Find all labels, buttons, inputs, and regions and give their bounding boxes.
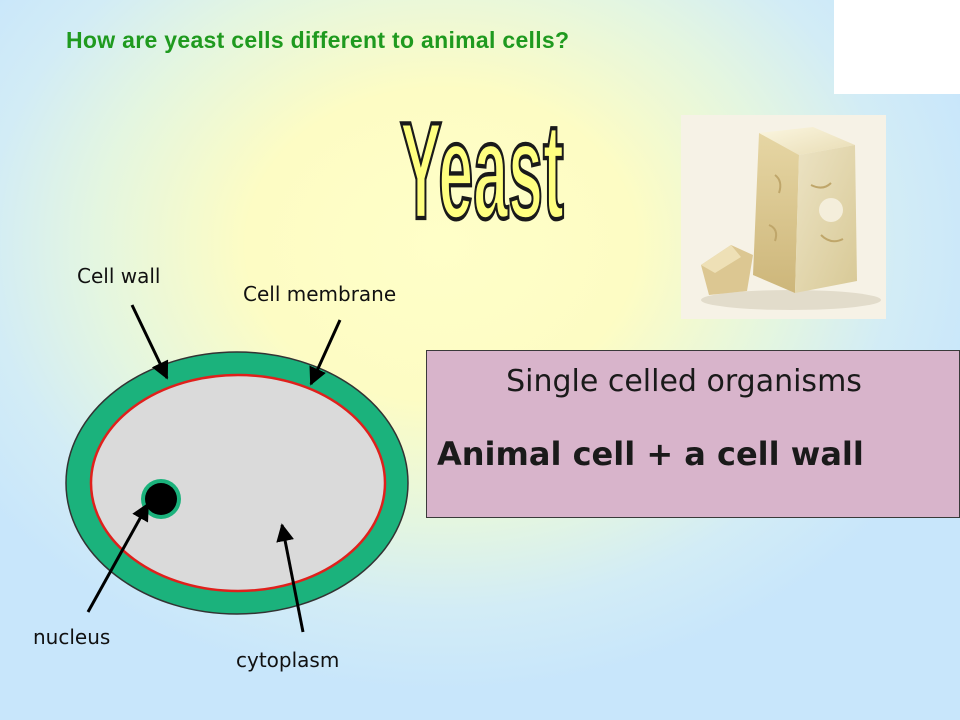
slide-title: How are yeast cells different to animal … <box>66 27 570 53</box>
nucleus-label: nucleus <box>33 625 111 649</box>
cytoplasm-arrow <box>276 523 305 633</box>
cytoplasm <box>91 375 385 591</box>
cell-membrane-label: Cell membrane <box>243 282 397 306</box>
info-line-animal-cell-wall: Animal cell + a cell wall <box>437 435 864 473</box>
info-line-single-celled: Single celled organisms <box>506 364 862 399</box>
cell-wall-arrow <box>130 304 169 380</box>
cytoplasm-label: cytoplasm <box>236 648 340 672</box>
nucleus-core <box>145 483 177 515</box>
cell-membrane <box>89 373 387 593</box>
info-box: Single celled organisms Animal cell + a … <box>426 350 960 518</box>
yeast-block-photo <box>681 115 886 319</box>
cell-membrane-arrow <box>309 319 342 386</box>
corner-white-box <box>834 0 960 94</box>
cell-wall-label: Cell wall <box>77 264 161 288</box>
yeast-heading: Yeast <box>399 92 566 232</box>
nucleus-arrow <box>86 502 150 613</box>
yeast-heading-text: Yeast <box>400 93 564 232</box>
